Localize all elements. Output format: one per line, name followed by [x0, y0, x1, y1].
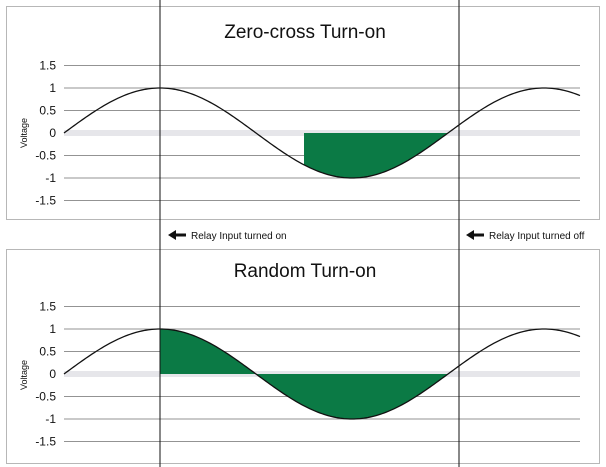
y-tick-labels: 1.5 1 0.5 0 -0.5 -1 -1.5: [35, 59, 56, 208]
relay-off-annotation: Relay Input turned off: [466, 230, 585, 242]
y-tick-label: -1: [45, 412, 56, 426]
arrow-left-icon: [168, 230, 186, 240]
y-tick-label: 0: [49, 367, 56, 381]
relay-on-annotation: Relay Input turned on: [168, 230, 287, 242]
y-tick-label: 0: [49, 126, 56, 140]
y-tick-label: 1: [49, 322, 56, 336]
y-tick-label: 0.5: [39, 104, 56, 118]
random-turn-on-panel: Random Turn-on Voltage 1.5 1 0.5 0 -0.5 -1 -1.…: [6, 249, 600, 464]
y-tick-label: 1.5: [39, 300, 56, 314]
panel-frame: [6, 249, 600, 464]
y-tick-label: -1.5: [35, 194, 56, 208]
panel-title: Zero-cross Turn-on: [224, 22, 386, 43]
y-tick-label: 1: [49, 81, 56, 95]
zero-cross-panel: Zero-cross Turn-on Voltage 1.5 1 0.5 0 -0.5 -…: [6, 6, 600, 220]
y-tick-label: 1.5: [39, 59, 56, 73]
relay-on-label: Relay Input turned on: [191, 231, 287, 242]
panel-frame: [6, 6, 600, 220]
shaded-region: [160, 329, 448, 419]
panel-title: Random Turn-on: [234, 261, 377, 282]
y-tick-label: -0.5: [35, 390, 56, 404]
y-tick-labels: 1.5 1 0.5 0 -0.5 -1 -1.5: [35, 300, 56, 449]
voltage-curve: [63, 87, 581, 179]
y-tick-label: -1.5: [35, 435, 56, 449]
voltage-curve: [63, 328, 581, 420]
y-axis-label: Voltage: [19, 360, 29, 390]
y-tick-label: 0.5: [39, 345, 56, 359]
shaded-region: [304, 133, 448, 178]
y-tick-label: -1: [45, 171, 56, 185]
relay-off-label: Relay Input turned off: [489, 231, 585, 242]
y-axis-label: Voltage: [19, 118, 29, 148]
arrow-left-icon: [466, 230, 484, 240]
y-tick-label: -0.5: [35, 149, 56, 163]
